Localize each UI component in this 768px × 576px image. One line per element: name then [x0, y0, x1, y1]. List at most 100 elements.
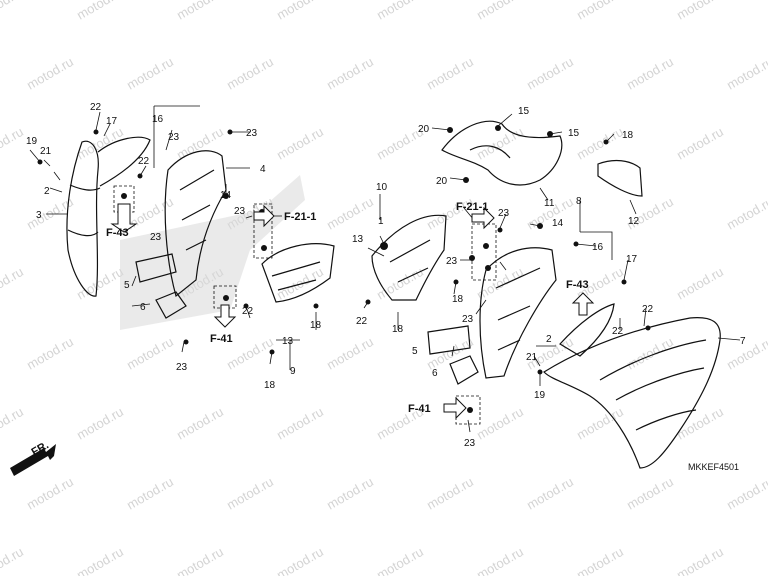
watermark-text: motod.ru [324, 194, 376, 233]
callout-13-right: 13 [352, 234, 364, 245]
watermark-text: motod.ru [524, 474, 576, 513]
watermark-text: motod.ru [674, 264, 726, 303]
callout-23-right-c: 23 [498, 208, 510, 219]
ref-f41-left: F-41 [210, 333, 233, 345]
leader-lines [29, 105, 741, 433]
callout-22-top-left: 22 [90, 102, 102, 113]
callout-8: 8 [576, 196, 582, 207]
watermark-text: motod.ru [24, 54, 76, 93]
watermark-text: motod.ru [0, 404, 26, 443]
callout-22-mid-left: 22 [138, 156, 150, 167]
watermark-text: motod.ru [224, 54, 276, 93]
watermark-text: motod.ru [424, 474, 476, 513]
watermark-text: motod.ru [574, 0, 626, 23]
callout-18-right-b: 18 [452, 294, 464, 305]
watermark-text: motod.ru [574, 544, 626, 576]
callout-19-left: 19 [26, 136, 38, 147]
reference-arrows [110, 203, 595, 420]
watermark-text: motod.ru [0, 544, 26, 576]
watermark-text: motod.ru [74, 404, 126, 443]
callout-20-top: 20 [418, 124, 430, 135]
callout-18-right-a: 18 [392, 324, 404, 335]
watermark-text: motod.ru [0, 124, 26, 163]
callout-6-left: 6 [140, 302, 146, 313]
watermark-text: motod.ru [74, 264, 126, 303]
callout-14-right: 14 [552, 218, 564, 229]
callout-23-top-mid: 23 [246, 128, 258, 139]
callout-2-left: 2 [44, 186, 50, 197]
watermark-text: motod.ru [0, 264, 26, 303]
callout-23-right-b: 23 [462, 314, 474, 325]
ref-f21-left: F-21-1 [284, 211, 316, 223]
callout-4: 4 [260, 164, 266, 175]
ref-f41-right: F-41 [408, 403, 431, 415]
left-cowl-assembly [66, 136, 335, 319]
watermark-text: motod.ru [124, 474, 176, 513]
watermark-text: motod.ru [124, 334, 176, 373]
ref-f21-right: F-21-1 [456, 201, 488, 213]
watermark-text: motod.ru [474, 404, 526, 443]
watermark-text: motod.ru [324, 54, 376, 93]
callout-21-right: 21 [526, 352, 538, 363]
callout-13-left: 13 [282, 336, 294, 347]
callout-12: 12 [628, 216, 640, 227]
callout-10: 10 [376, 182, 388, 193]
callout-6-right: 6 [432, 368, 438, 379]
right-cowl-assembly [371, 120, 721, 469]
callout-22-mid-right: 22 [356, 316, 368, 327]
watermark-text: motod.ru [224, 474, 276, 513]
callout-23-right-a: 23 [446, 256, 458, 267]
watermark-text: motod.ru [724, 54, 768, 93]
ref-f43-right: F-43 [566, 279, 589, 291]
callout-22-right-b: 22 [612, 326, 624, 337]
watermark-text: motod.ru [174, 124, 226, 163]
watermark-text: motod.ru [174, 0, 226, 23]
callout-18-left-a: 18 [310, 320, 322, 331]
callout-16-left: 16 [152, 114, 164, 125]
watermark-text: motod.ru [424, 54, 476, 93]
reference-labels: F-43 F-21-1 F-41 F-21-1 F-43 F-41 [106, 201, 589, 415]
watermark-text: motod.ru [674, 404, 726, 443]
watermark-text: motod.ru [674, 124, 726, 163]
part-callouts: 19 21 2 3 22 17 22 16 23 23 23 4 14 23 5… [26, 102, 746, 449]
callout-23-top-left: 23 [168, 132, 180, 143]
callout-5-left: 5 [124, 280, 130, 291]
watermark-text: motod.ru [74, 0, 126, 23]
watermark-text: motod.ru [324, 334, 376, 373]
watermark-text: motod.ru [174, 544, 226, 576]
callout-21-left: 21 [40, 146, 52, 157]
watermark-text: motod.ru [24, 474, 76, 513]
watermark-text: motod.ru [674, 544, 726, 576]
watermark-text: motod.ru [374, 0, 426, 23]
watermark-text: motod.ru [0, 0, 26, 23]
watermark-text: motod.ru [474, 544, 526, 576]
watermark-text: motod.ru [724, 194, 768, 233]
callout-17-left: 17 [106, 116, 118, 127]
watermark-text: motod.ru [524, 54, 576, 93]
watermark-text: motod.ru [624, 474, 676, 513]
watermark-text: motod.ru [724, 474, 768, 513]
watermark-text: motod.ru [274, 264, 326, 303]
callout-18-left-b: 18 [264, 380, 276, 391]
callout-3: 3 [36, 210, 42, 221]
callout-14-left: 14 [220, 190, 232, 201]
callout-1: 1 [378, 216, 384, 227]
watermark-text: motod.ru [624, 54, 676, 93]
callout-2-right: 2 [546, 334, 552, 345]
watermark-text: motod.ru [724, 334, 768, 373]
callout-15-top: 15 [518, 106, 530, 117]
callout-23-left-b: 23 [234, 206, 246, 217]
callout-23-left-a: 23 [150, 232, 162, 243]
callout-19-right: 19 [534, 390, 546, 401]
watermark-text: motod.ru [324, 474, 376, 513]
callout-15-right: 15 [568, 128, 580, 139]
callout-22-right-a: 22 [642, 304, 654, 315]
watermark-text: motod.ru [674, 0, 726, 23]
callout-9: 9 [290, 366, 296, 377]
callout-23-bottom-left: 23 [176, 362, 188, 373]
watermark-text: motod.ru [624, 334, 676, 373]
watermark-text: motod.ru [274, 404, 326, 443]
direction-arrow: FR. [10, 439, 56, 476]
